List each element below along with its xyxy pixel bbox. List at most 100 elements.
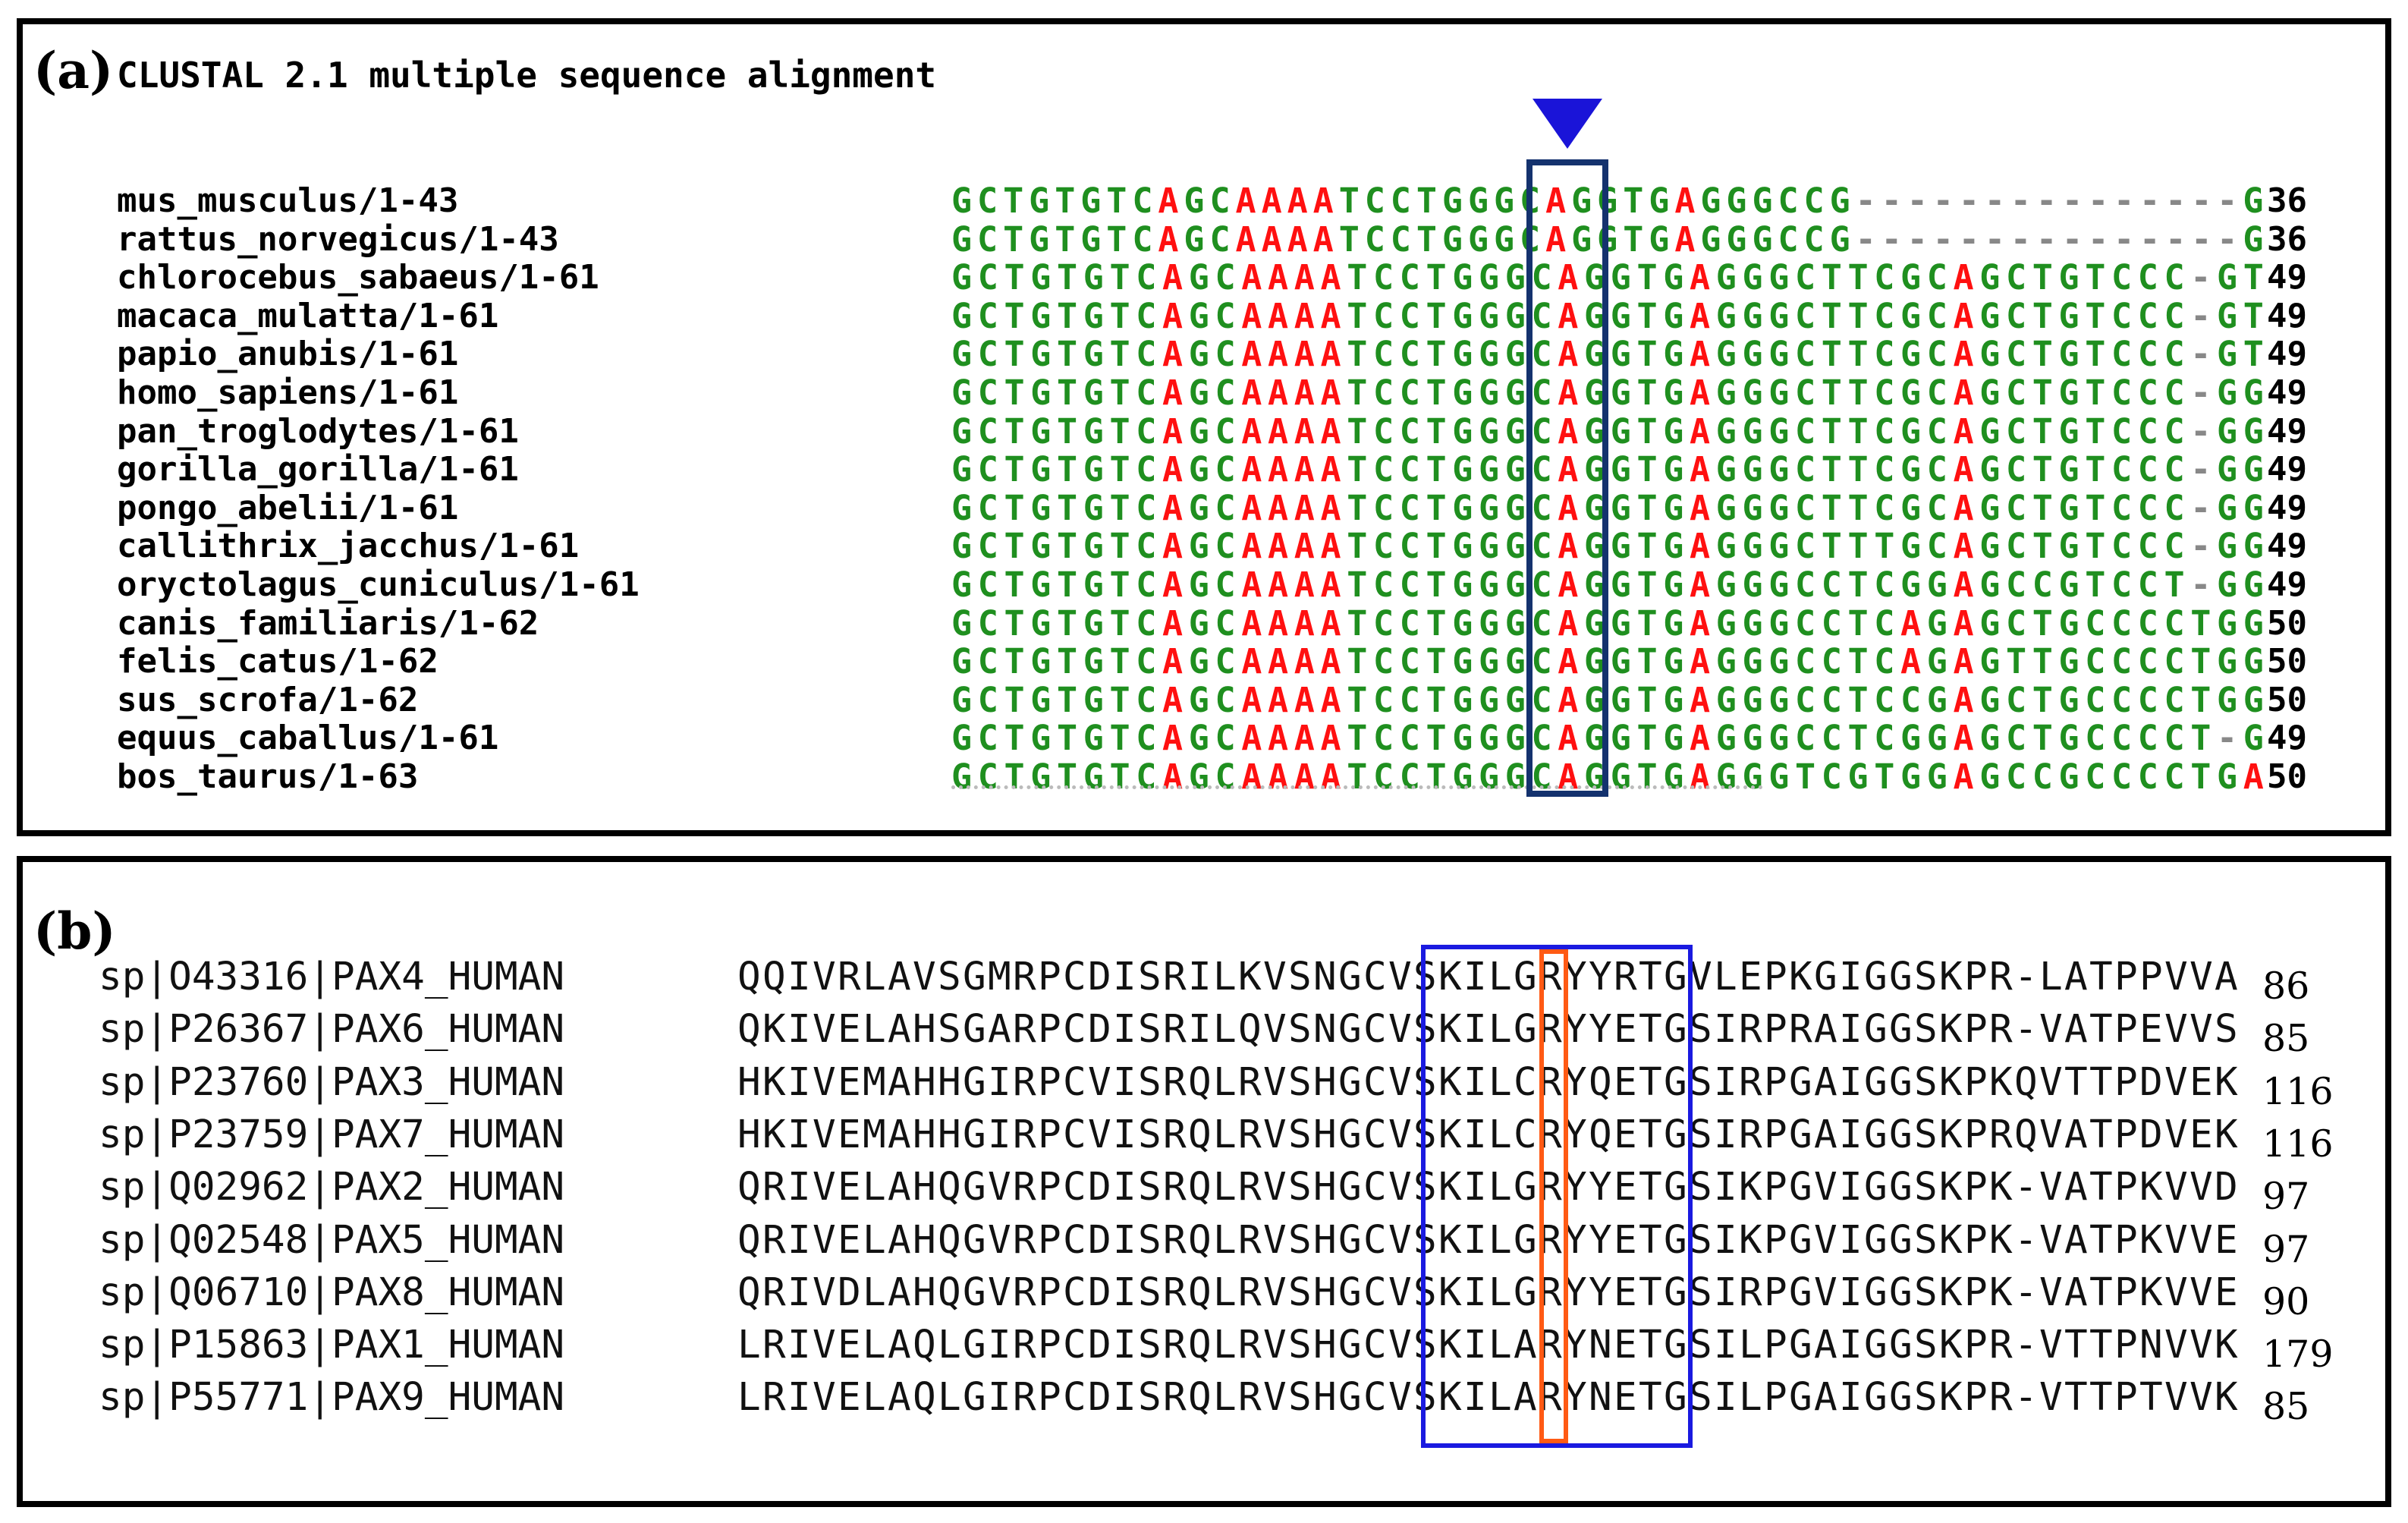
nucleotide: G bbox=[1663, 411, 1684, 452]
nucleotide: A bbox=[1241, 757, 1262, 797]
residue: V bbox=[1388, 1059, 1412, 1105]
nucleotide: G bbox=[2243, 219, 2264, 260]
nucleotide: T bbox=[1004, 411, 1025, 452]
residue: R bbox=[1614, 955, 1637, 999]
nucleotide: T bbox=[1109, 411, 1130, 452]
residue: V bbox=[2190, 955, 2213, 999]
residue: V bbox=[1263, 1007, 1287, 1053]
residue: V bbox=[988, 1270, 1011, 1315]
nucleotide: G bbox=[1493, 219, 1515, 260]
nucleotide: G bbox=[1188, 565, 1209, 605]
residue: E bbox=[838, 1165, 861, 1210]
nucleotide: C bbox=[977, 679, 998, 720]
residue: K bbox=[1939, 1112, 1963, 1157]
residue: V bbox=[1263, 1270, 1287, 1315]
nucleotide: C bbox=[2137, 295, 2158, 336]
residue: K bbox=[762, 1059, 786, 1105]
nucleotide: G bbox=[1900, 295, 1922, 336]
nucleotide: G bbox=[2243, 526, 2264, 567]
nucleotide: G bbox=[1584, 373, 1605, 413]
nucleotide: G bbox=[1663, 718, 1684, 759]
nucleotide: G bbox=[1742, 679, 1763, 720]
nucleotide: C bbox=[1136, 603, 1157, 643]
residue: T bbox=[1639, 1323, 1662, 1368]
residue: I bbox=[1839, 1323, 1863, 1368]
nucleotide: T bbox=[1426, 603, 1447, 643]
nucleotide: A bbox=[1320, 449, 1341, 490]
nucleotide: G bbox=[2217, 526, 2238, 567]
nucleotide: T bbox=[1057, 641, 1078, 682]
nucleotide: G bbox=[1610, 487, 1631, 528]
residue: S bbox=[938, 955, 961, 999]
residue: E bbox=[2139, 1007, 2163, 1053]
residue-position: 85 bbox=[2262, 1017, 2310, 1061]
residue: D bbox=[2139, 1112, 2163, 1157]
nucleotide: T bbox=[1636, 641, 1658, 682]
nucleotide: A bbox=[1690, 603, 1711, 643]
residue: H bbox=[737, 1059, 761, 1105]
nucleotide: G bbox=[1663, 679, 1684, 720]
nucleotide: G bbox=[2217, 603, 2238, 643]
nucleotide: G bbox=[1188, 641, 1209, 682]
nucleotide: G bbox=[1742, 257, 1763, 298]
nucleotide: G bbox=[1030, 603, 1052, 643]
nucleotide: G bbox=[1504, 757, 1526, 797]
nucleotide: T bbox=[1347, 449, 1368, 490]
residue: D bbox=[1088, 1217, 1111, 1263]
residue: V bbox=[2164, 1059, 2188, 1105]
nucleotide: A bbox=[1162, 373, 1184, 413]
nucleotide: G bbox=[1900, 373, 1922, 413]
residue: G bbox=[1864, 1323, 1888, 1368]
residue: G bbox=[1789, 1059, 1812, 1105]
residue: I bbox=[1714, 1375, 1737, 1421]
residue: T bbox=[1639, 1165, 1662, 1210]
residue: V bbox=[2164, 1270, 2188, 1315]
nucleotide: A bbox=[1558, 526, 1579, 567]
nucleotide: C bbox=[1136, 334, 1157, 375]
nucleotide: - bbox=[2088, 219, 2109, 260]
protein-id: sp|P26367|PAX6_HUMAN bbox=[99, 1007, 565, 1053]
nucleotide: G bbox=[1083, 487, 1104, 528]
residue: V bbox=[2164, 1323, 2188, 1368]
residue: L bbox=[1213, 1323, 1237, 1368]
residue: K bbox=[1939, 1007, 1963, 1053]
nucleotide: G bbox=[951, 334, 973, 375]
residue: L bbox=[1213, 1217, 1237, 1263]
residue: G bbox=[1864, 1165, 1888, 1210]
nucleotide: A bbox=[1268, 257, 1289, 298]
nucleotide: A bbox=[1241, 449, 1262, 490]
nucleotide: G bbox=[1030, 679, 1052, 720]
residue: G bbox=[1889, 1323, 1913, 1368]
nucleotide: G bbox=[1452, 757, 1473, 797]
nucleotide: G bbox=[1083, 603, 1104, 643]
residue: I bbox=[1714, 1007, 1737, 1053]
residue: H bbox=[1313, 1059, 1337, 1105]
nucleotide: T bbox=[1821, 449, 1842, 490]
nucleotide: G bbox=[1083, 526, 1104, 567]
residue: S bbox=[1689, 1270, 1712, 1315]
nucleotide: G bbox=[951, 487, 973, 528]
nucleotide: G bbox=[1479, 679, 1500, 720]
nucleotide: T bbox=[1416, 181, 1437, 221]
residue: H bbox=[913, 1007, 936, 1053]
nucleotide: C bbox=[1373, 449, 1394, 490]
residue: K bbox=[1939, 1270, 1963, 1315]
residue: V bbox=[1263, 1323, 1287, 1368]
nucleotide: A bbox=[1320, 718, 1341, 759]
residue: I bbox=[1839, 1007, 1863, 1053]
residue: K bbox=[2215, 1323, 2238, 1368]
nucleotide: A bbox=[1294, 334, 1315, 375]
residue: - bbox=[2014, 955, 2038, 999]
nucleotide: G bbox=[1479, 295, 1500, 336]
nucleotide: T bbox=[1004, 487, 1025, 528]
nucleotide: C bbox=[1399, 373, 1420, 413]
nucleotide: G bbox=[1768, 411, 1790, 452]
residue: I bbox=[1113, 1270, 1136, 1315]
residue: H bbox=[913, 1217, 936, 1263]
nucleotide: C bbox=[1136, 641, 1157, 682]
nucleotide: G bbox=[1030, 334, 1052, 375]
residue: A bbox=[1514, 1375, 1537, 1421]
residue: C bbox=[1363, 1112, 1387, 1157]
